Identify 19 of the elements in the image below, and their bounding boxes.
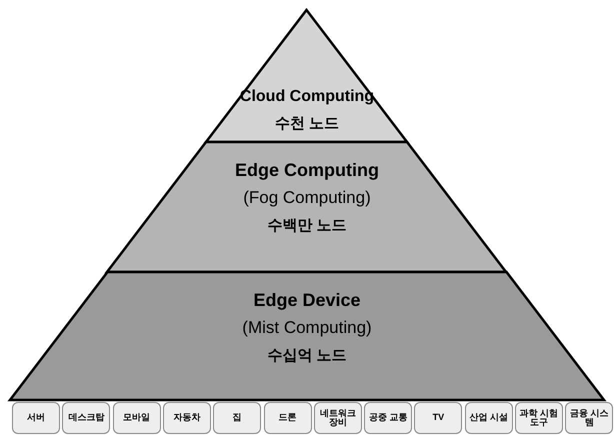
device-box: 집 <box>213 402 262 434</box>
device-box: 공중 교통 <box>364 402 412 434</box>
device-box: 모바일 <box>112 402 161 434</box>
device-box: 네트워크 장비 <box>314 402 362 434</box>
device-box: 데스크탑 <box>62 402 110 434</box>
band-subtitle: (Fog Computing) <box>242 188 372 208</box>
device-box: 금융 시스템 <box>565 402 614 434</box>
band-title: Edge Computing <box>234 160 380 181</box>
device-box: TV <box>414 402 462 434</box>
device-box: 자동차 <box>162 402 211 434</box>
device-box: 드론 <box>264 402 312 434</box>
node-count: 수천 노드 <box>274 114 340 133</box>
node-count: 수백만 노드 <box>266 216 348 235</box>
node-count: 수십억 노드 <box>266 346 348 365</box>
device-box: 서버 <box>12 402 60 434</box>
band-subtitle: (Mist Computing) <box>241 318 373 338</box>
device-box: 산업 시설 <box>464 402 513 434</box>
device-box: 과학 시험 도구 <box>515 402 563 434</box>
band-title: Edge Device <box>252 290 362 311</box>
